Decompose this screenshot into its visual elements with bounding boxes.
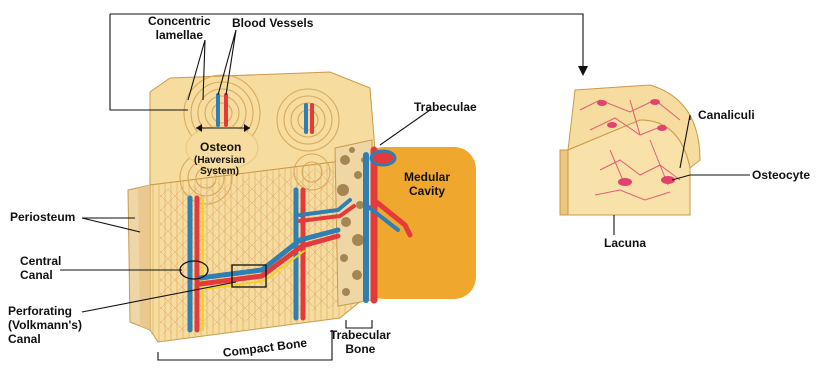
lacuna-label: Lacuna — [604, 236, 646, 250]
central-canal-label: Central Canal — [20, 254, 61, 282]
perforating-canal-line-2: (Volkmann's) — [8, 318, 82, 332]
osteon-label: Osteon — [200, 140, 241, 154]
blood-vessels-label: Blood Vessels — [232, 16, 313, 30]
pointer-arrowhead — [578, 66, 588, 76]
trabeculae-label: Trabeculae — [414, 100, 477, 114]
haversian-system-label: (Haversian System) — [194, 155, 245, 177]
concentric-lamellae-line-2: lamellae — [148, 28, 211, 42]
medular-cavity-line-1: Medular — [404, 170, 450, 184]
magnified-edge — [560, 150, 568, 215]
central-canal-line-1: Central — [20, 254, 61, 268]
perforating-canal-line-3: Canal — [8, 332, 82, 346]
concentric-lamellae-line-1: Concentric — [148, 14, 211, 28]
periosteum-label: Periosteum — [10, 210, 75, 224]
medular-cavity-label: Medular Cavity — [404, 170, 450, 198]
haversian-line-1: (Haversian — [194, 155, 245, 166]
osteocyte-label: Osteocyte — [752, 168, 810, 182]
trabecular-bone-line-2: Bone — [330, 342, 391, 356]
trabecular-bone-label: Trabecular Bone — [330, 328, 391, 356]
medular-cavity-line-2: Cavity — [404, 184, 450, 198]
perforating-canal-label: Perforating (Volkmann's) Canal — [8, 304, 82, 346]
canaliculi-label: Canaliculi — [698, 108, 755, 122]
vessel-cross-section — [371, 151, 395, 165]
periosteum-inner — [138, 185, 150, 330]
haversian-line-2: System) — [194, 166, 245, 177]
perforating-canal-line-1: Perforating — [8, 304, 82, 318]
concentric-lamellae-label: Concentric lamellae — [148, 14, 211, 42]
central-canal-line-2: Canal — [20, 268, 61, 282]
trabecular-bone-line-1: Trabecular — [330, 328, 391, 342]
